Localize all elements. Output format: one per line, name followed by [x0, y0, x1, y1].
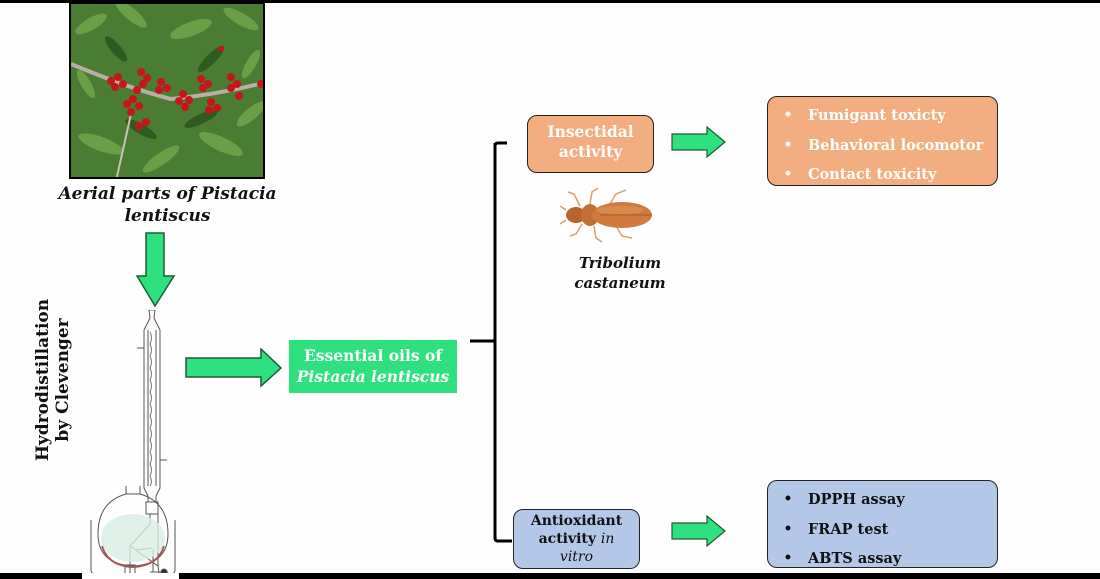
- list-item: • ABTS assay: [768, 544, 997, 574]
- list-item: • FRAP test: [768, 515, 997, 545]
- bullet-icon: •: [783, 166, 793, 182]
- antioxidant-test: ABTS assay: [808, 550, 902, 567]
- beetle-caption: Tribolium castaneum: [560, 253, 680, 293]
- antioxidant-line2-italic: in: [600, 531, 615, 547]
- antioxidant-line2-text: activity: [538, 531, 597, 547]
- list-item: • DPPH assay: [768, 485, 997, 515]
- branch-bracket: [470, 141, 512, 543]
- hydrodistillation-line2: by Clevenger: [53, 318, 73, 442]
- antioxidant-activity-box: Antioxidant activity in vitro: [513, 509, 640, 569]
- right-arrow-icon: [671, 126, 726, 158]
- beetle-icon: [560, 187, 652, 243]
- insecticidal-line1: Insectidal: [547, 122, 634, 141]
- essential-oils-line1: Essential oils of: [303, 346, 443, 365]
- antioxidant-tests-list: • DPPH assay • FRAP test • ABTS assay: [767, 480, 998, 568]
- right-arrow-icon: [185, 348, 283, 388]
- antioxidant-test: DPPH assay: [808, 491, 905, 508]
- hydrodistillation-label: Hydrodistillation by Clevenger: [33, 290, 73, 470]
- list-item: • Fumigant toxicty: [768, 101, 997, 131]
- bullet-icon: •: [783, 491, 793, 507]
- bullet-icon: •: [783, 520, 793, 537]
- insecticidal-tests-list: •Fumigant toxicty •Behavioral locomotor …: [767, 96, 998, 186]
- top-border: [0, 0, 1100, 3]
- list-item: • Behavioral locomotor: [768, 131, 997, 161]
- antioxidant-test: FRAP test: [808, 520, 889, 538]
- bottom-border-gap: [82, 573, 179, 579]
- antioxidant-line1: Antioxidant: [530, 513, 623, 529]
- insecticidal-test: Contact toxicity: [808, 166, 937, 183]
- hydrodistillation-line1: Hydrodistillation: [33, 298, 53, 462]
- round-bottom-flask-icon: [90, 486, 176, 575]
- beetle-caption-line2: castaneum: [574, 274, 666, 292]
- pistacia-plant-photo: [69, 2, 265, 179]
- beetle-caption-line1: Tribolium: [578, 254, 662, 272]
- insecticidal-line2: activity: [558, 142, 623, 161]
- insecticidal-test: Fumigant toxicty: [808, 107, 946, 124]
- bottom-border: [0, 573, 1100, 579]
- insecticidal-activity-box: Insectidal activity: [527, 115, 654, 173]
- right-arrow-icon: [671, 515, 726, 547]
- bullet-icon: •: [783, 107, 793, 123]
- essential-oils-line2: Pistacia lentiscus: [296, 367, 450, 386]
- antioxidant-line3: vitro: [559, 549, 594, 565]
- bullet-icon: •: [783, 136, 793, 153]
- antioxidant-line2: activity in: [514, 530, 639, 548]
- bullet-icon: •: [783, 550, 793, 566]
- source-caption: Aerial parts of Pistacia lentiscus: [40, 183, 295, 227]
- source-caption-line1: Aerial parts of Pistacia: [58, 184, 277, 204]
- essential-oils-box: Essential oils of Pistacia lentiscus: [289, 340, 457, 393]
- down-arrow-icon: [136, 232, 176, 308]
- insecticidal-test: Behavioral locomotor: [808, 136, 984, 154]
- source-caption-line2: lentiscus: [124, 206, 211, 226]
- list-item: • Contact toxicity: [768, 160, 997, 190]
